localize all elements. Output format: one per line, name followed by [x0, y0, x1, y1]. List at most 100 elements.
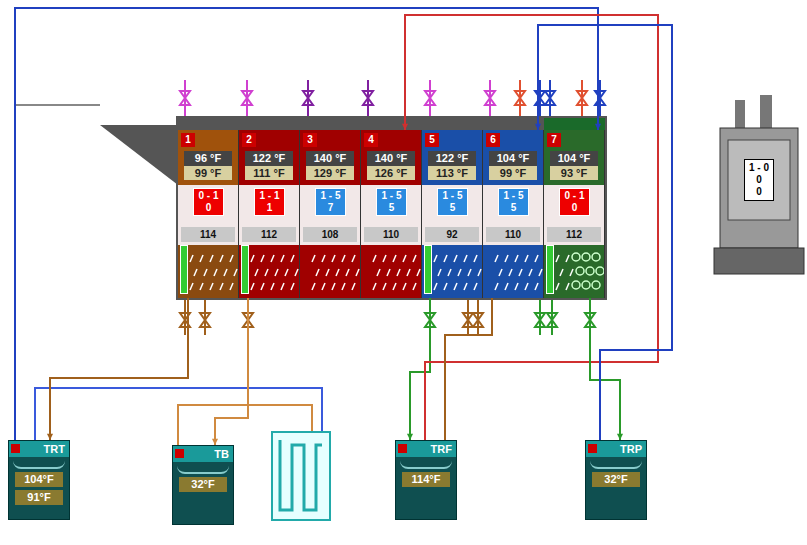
drop: [220, 255, 223, 262]
temperature-set: 122 °F: [428, 151, 476, 166]
temperature-set: 104 °F: [489, 151, 537, 166]
drop: [413, 255, 416, 262]
tank-bottom: [173, 495, 233, 524]
drop: [397, 269, 400, 276]
compartment-value: 112: [242, 227, 296, 242]
drop: [352, 255, 355, 262]
mode-value: 1 - 5: [381, 190, 401, 202]
drop: [556, 255, 559, 262]
tank-name: TB: [173, 446, 229, 462]
mode-value: 1 - 1: [259, 190, 279, 202]
press-machine: [714, 95, 804, 274]
level-marker: [175, 449, 184, 458]
water-drops: [483, 245, 544, 298]
tank: TRP32°F: [585, 440, 647, 520]
drop: [539, 269, 542, 276]
heat-exchanger-coil: [280, 440, 322, 510]
mode-step: 0: [564, 202, 584, 214]
pipe-connector: [590, 298, 623, 440]
drop: [373, 283, 376, 290]
pipe-line: [590, 298, 620, 440]
drop: [474, 283, 477, 290]
drop: [448, 269, 451, 276]
drop: [509, 269, 512, 276]
drop: [413, 283, 416, 290]
drop: [454, 255, 457, 262]
valve: [180, 91, 190, 105]
level-bar: [180, 245, 188, 294]
washer-compartment: 6104 °F99 °F1 - 55110: [483, 130, 544, 298]
compartment-number: 3: [303, 133, 317, 147]
drop: [434, 255, 437, 262]
compartment-value: 108: [303, 227, 357, 242]
compartment-value: 110: [364, 227, 418, 242]
drop: [570, 269, 573, 276]
foam: [592, 281, 600, 289]
press-value: 1 - 0: [749, 162, 769, 174]
tank-wave: [590, 459, 642, 469]
drop: [515, 255, 518, 262]
drop: [464, 283, 467, 290]
compartment-number: 2: [242, 133, 256, 147]
compartment-number: 7: [547, 133, 561, 147]
drop: [275, 269, 278, 276]
pipe-line: [15, 8, 598, 440]
drop: [230, 283, 233, 290]
pipe-line: [215, 298, 248, 445]
pipe-connector: [445, 298, 492, 440]
drop: [474, 255, 477, 262]
water-drops: [300, 245, 361, 298]
foam: [582, 253, 590, 261]
top-band: [544, 118, 605, 130]
foam: [582, 281, 590, 289]
drop: [200, 255, 203, 262]
level-bar: [546, 245, 554, 294]
drop: [464, 255, 467, 262]
pipe-connector: [535, 25, 672, 440]
pipe-line: [50, 298, 188, 440]
machine-frame: [176, 116, 607, 300]
drop: [458, 269, 461, 276]
water-area: [300, 245, 360, 298]
foam: [592, 253, 600, 261]
drop: [210, 255, 213, 262]
tank: TRF114°F: [395, 440, 457, 520]
temperature-actual: 129 °F: [306, 166, 354, 180]
drop: [214, 269, 217, 276]
washer-compartment: 4140 °F126 °F1 - 55110: [361, 130, 422, 298]
tank: TRT104°F91°F: [8, 440, 70, 520]
drop: [234, 269, 237, 276]
valve: [577, 91, 587, 105]
tank-bottom: [396, 490, 456, 519]
drop: [387, 269, 390, 276]
washer-compartment: 196 °F99 °F0 - 10114: [178, 130, 239, 298]
foam: [596, 267, 604, 275]
drop: [204, 269, 207, 276]
tank-header: TRP: [586, 441, 646, 457]
drop: [332, 283, 335, 290]
temperature-actual: 93 °F: [550, 166, 598, 180]
pipe-connector: [407, 298, 430, 440]
drop: [403, 255, 406, 262]
tank-bottom: [586, 490, 646, 519]
mode-value: 0 - 1: [198, 190, 218, 202]
tank-wave: [177, 464, 229, 474]
temperature-set: 140 °F: [367, 151, 415, 166]
drop: [505, 255, 508, 262]
valve: [595, 91, 605, 105]
drop: [230, 255, 233, 262]
mode-box: 0 - 10: [559, 188, 589, 216]
drop: [336, 269, 339, 276]
valve: [200, 313, 210, 327]
drop: [322, 255, 325, 262]
tank-header: TRF: [396, 441, 456, 457]
drop: [556, 283, 559, 290]
mode-box: 1 - 55: [498, 188, 528, 216]
pipe: [15, 105, 100, 398]
compartment-value: 92: [425, 227, 479, 242]
mode-value: 1 - 5: [320, 190, 340, 202]
tank-wave: [400, 459, 452, 469]
tank-wave: [13, 459, 65, 469]
pipe-line: [538, 25, 672, 440]
press-status: 1 - 000: [744, 159, 774, 201]
